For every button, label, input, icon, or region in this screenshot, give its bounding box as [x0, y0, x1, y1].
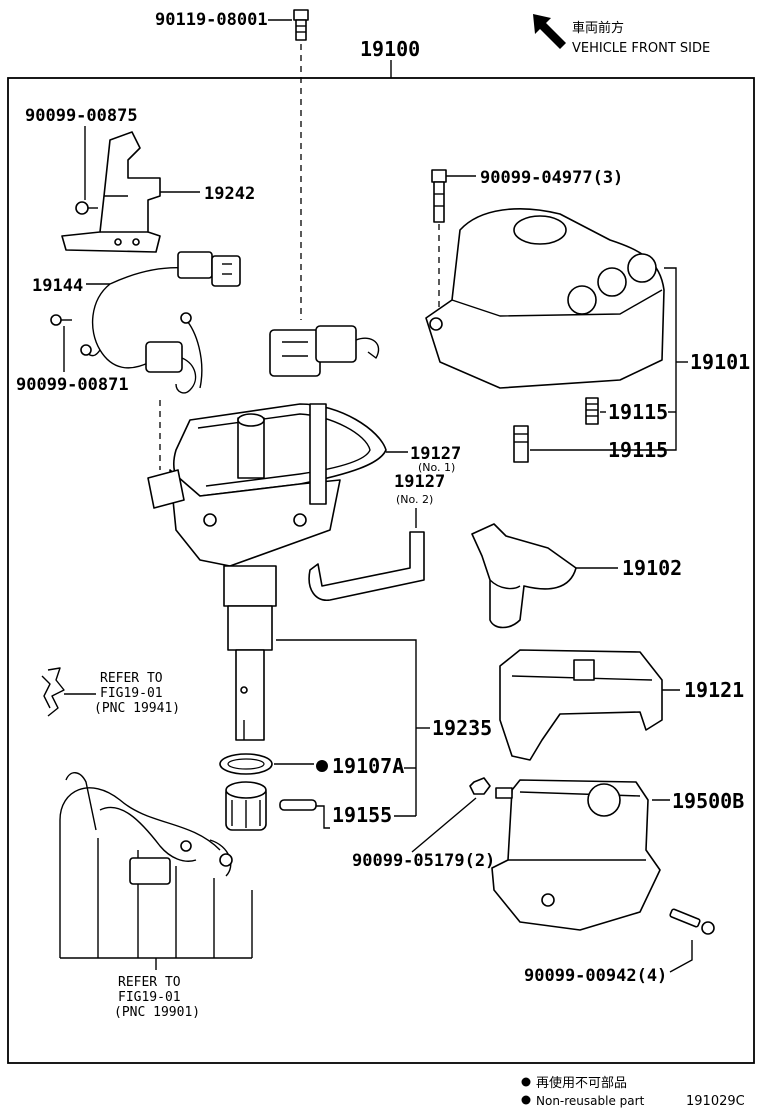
- label-19127-no2: 19127: [394, 472, 445, 492]
- non-reusable-bullet-icon: [316, 760, 328, 772]
- refer-1-icon: [41, 667, 65, 717]
- spring-19115-b-icon: [513, 425, 529, 463]
- refer-1-line2: FIG19-01: [100, 686, 163, 701]
- distributor-housing-drawing: [147, 403, 387, 567]
- leader-90099-05179: [411, 797, 477, 853]
- label-19127-no1: 19127: [410, 444, 461, 464]
- cover-19121-drawing: [499, 649, 663, 761]
- connector-drawing: [269, 325, 380, 377]
- refer-2-line3: (PNC 19901): [114, 1005, 200, 1020]
- assembly-number: 19100: [360, 37, 420, 61]
- label-90099-05179: 90099-05179(2): [352, 851, 495, 871]
- distributor-shaft-drawing: [223, 565, 277, 741]
- drive-gear-drawing: [225, 781, 317, 831]
- nut-90099-05179-icon: [469, 777, 491, 795]
- label-90099-00875: 90099-00875: [25, 106, 138, 126]
- housing-19500B-drawing: [491, 779, 661, 931]
- refer-1-line3: (PNC 19941): [94, 701, 180, 716]
- refer-2-line2: FIG19-01: [118, 990, 181, 1005]
- refer-2-line1: REFER TO: [118, 975, 181, 990]
- label-19127-no2-sub: (No. 2): [396, 493, 433, 506]
- label-19144: 19144: [32, 276, 83, 296]
- rotor-19102-drawing: [471, 523, 577, 629]
- harness-19144-drawing: [80, 251, 241, 394]
- label-19242: 19242: [204, 184, 255, 204]
- label-19127-no1-sub: (No. 1): [418, 461, 455, 474]
- leader-19155-pin: [316, 805, 330, 829]
- legend-bullet-icon-2: [521, 1095, 531, 1105]
- o-ring-drawing: [219, 753, 273, 775]
- label-19115-a: 19115: [608, 400, 668, 424]
- legend-bullet-icon: [521, 1077, 531, 1087]
- leader-90099-00942: [669, 940, 693, 973]
- label-90099-00942: 90099-00942(4): [524, 966, 667, 986]
- label-19121: 19121: [684, 678, 744, 702]
- label-90099-04977: 90099-04977(3): [480, 168, 623, 188]
- spring-19115-a-icon: [585, 397, 599, 425]
- vehicle-front-en: VEHICLE FRONT SIDE: [572, 41, 710, 56]
- assembly-frame: [7, 77, 755, 1064]
- refer-1-line1: REFER TO: [100, 671, 163, 686]
- top-bolt-icon: [293, 9, 309, 41]
- leader-19235-bracket: [276, 639, 417, 816]
- bracket-19242-drawing: [61, 131, 161, 253]
- distributor-cap-19101-drawing: [425, 208, 665, 389]
- figure-code: 191029C: [686, 1094, 745, 1109]
- label-19107A: 19107A: [332, 754, 404, 778]
- vehicle-front-jp: 車両前方: [572, 20, 624, 36]
- screw-90099-04977-icon: [431, 169, 447, 223]
- screw-90099-00875-icon: [75, 201, 98, 215]
- screw-90099-00942-icon: [669, 908, 715, 935]
- top-bolt-label: 90119-08001: [155, 10, 268, 30]
- legend-jp: 再使用不可部品: [536, 1075, 627, 1091]
- label-19115-b: 19115: [608, 438, 668, 462]
- spark-plug-wires-drawing: [59, 772, 253, 958]
- label-90099-00871: 90099-00871: [16, 375, 129, 395]
- leader-19101-bracket: [530, 267, 677, 451]
- label-19101: 19101: [690, 350, 750, 374]
- gasket-19127-no2-drawing: [308, 531, 425, 601]
- label-19235: 19235: [432, 716, 492, 740]
- label-19155: 19155: [332, 803, 392, 827]
- label-19102: 19102: [622, 556, 682, 580]
- legend-en: Non-reusable part: [536, 1094, 645, 1108]
- label-19500B: 19500B: [672, 789, 744, 813]
- screw-90099-00871-icon: [50, 314, 72, 326]
- vehicle-front-arrow-icon: [533, 14, 566, 49]
